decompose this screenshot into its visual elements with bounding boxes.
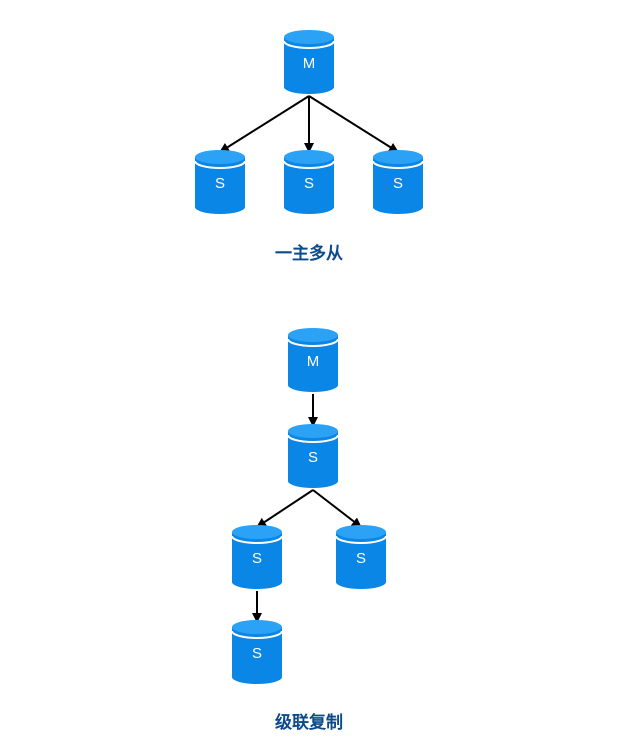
cylinder-rim <box>231 630 283 639</box>
cylinder-body <box>373 157 423 214</box>
cylinder-rim <box>231 535 283 544</box>
node-label-m2: M <box>307 353 320 370</box>
caption-one-master-many-slaves: 一主多从 <box>275 243 343 264</box>
cylinder-rim <box>283 160 335 169</box>
cylinder-rim <box>283 40 335 49</box>
cylinder-body <box>232 532 282 589</box>
node-label-s5: S <box>252 550 262 567</box>
cylinder-rim <box>335 535 387 544</box>
node-s2-database-cylinder-icon: S <box>283 150 335 214</box>
cylinder-body <box>195 157 245 214</box>
cylinder-body <box>288 431 338 488</box>
edge-s4-to-s5 <box>256 489 314 528</box>
cylinder-top <box>288 328 338 342</box>
cylinder-body <box>288 335 338 392</box>
cylinder-body <box>284 157 334 214</box>
cylinder-top <box>232 620 282 634</box>
node-label-s2: S <box>304 175 314 192</box>
node-label-s6: S <box>356 550 366 567</box>
cylinder-top <box>373 150 423 164</box>
cylinder-rim <box>194 160 246 169</box>
node-m1-database-cylinder-icon: M <box>283 30 335 94</box>
node-m2-database-cylinder-icon: M <box>287 328 339 392</box>
cylinder-top <box>288 424 338 438</box>
node-s6-database-cylinder-icon: S <box>335 525 387 589</box>
node-label-s4: S <box>308 449 318 466</box>
caption-cascade-replication: 级联复制 <box>275 712 343 733</box>
edges-layer <box>219 95 399 623</box>
cylinder-body <box>284 37 334 94</box>
captions-layer: 一主多从 级联复制 <box>275 243 343 733</box>
node-s7-database-cylinder-icon: S <box>231 620 283 684</box>
cylinder-top <box>195 150 245 164</box>
node-label-s7: S <box>252 645 262 662</box>
edge-m1-to-s3 <box>308 95 399 153</box>
node-s1-database-cylinder-icon: S <box>194 150 246 214</box>
cylinder-rim <box>372 160 424 169</box>
cylinder-top <box>336 525 386 539</box>
node-s5-database-cylinder-icon: S <box>231 525 283 589</box>
cylinder-top <box>284 150 334 164</box>
node-label-m1: M <box>303 55 316 72</box>
cylinder-top <box>284 30 334 44</box>
cylinder-rim <box>287 434 339 443</box>
node-s4-database-cylinder-icon: S <box>287 424 339 488</box>
edge-s4-to-s6 <box>312 489 362 528</box>
node-label-s1: S <box>215 175 225 192</box>
cylinder-rim <box>287 338 339 347</box>
node-label-s3: S <box>393 175 403 192</box>
nodes-layer: M S S S M S S S S <box>194 30 424 684</box>
cylinder-body <box>336 532 386 589</box>
cylinder-top <box>232 525 282 539</box>
node-s3-database-cylinder-icon: S <box>372 150 424 214</box>
cylinder-body <box>232 627 282 684</box>
edge-m1-to-s1 <box>219 95 310 153</box>
